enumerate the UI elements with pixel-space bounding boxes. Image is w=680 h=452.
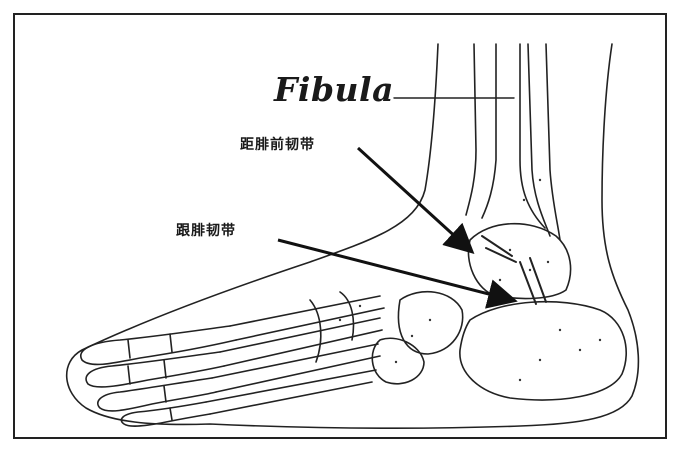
fibula-label: Fibula: [274, 70, 394, 109]
arrow-ligament-lower: [278, 240, 512, 300]
toe-joint-1: [170, 334, 172, 352]
toe-3: [98, 378, 216, 411]
cuboid-bone: [372, 338, 424, 384]
anterior-talofibular-label: 距腓前韧带: [240, 134, 315, 154]
talus-bone: [468, 224, 570, 299]
toe-joint-4: [128, 366, 130, 384]
calcaneofibular-label: 跟腓韧带: [176, 220, 236, 240]
bone-stippling: [339, 179, 601, 381]
tibia-inner: [482, 44, 496, 218]
toe-joint-2: [128, 340, 130, 358]
toe-joint-5: [164, 386, 166, 402]
navicular-bone: [398, 292, 462, 354]
toe-2: [86, 352, 224, 387]
toe-joint-3: [164, 360, 166, 378]
toe-joint-6: [170, 408, 172, 420]
fibula-right: [546, 44, 560, 240]
anterior-talofibular-ligament: [482, 236, 516, 262]
metatarsal-1: [230, 296, 380, 326]
toe-1: [81, 326, 236, 364]
arrow-ligament-upper: [358, 148, 470, 250]
tibia-left-edge: [466, 44, 476, 215]
calcaneus-bone: [460, 302, 626, 400]
